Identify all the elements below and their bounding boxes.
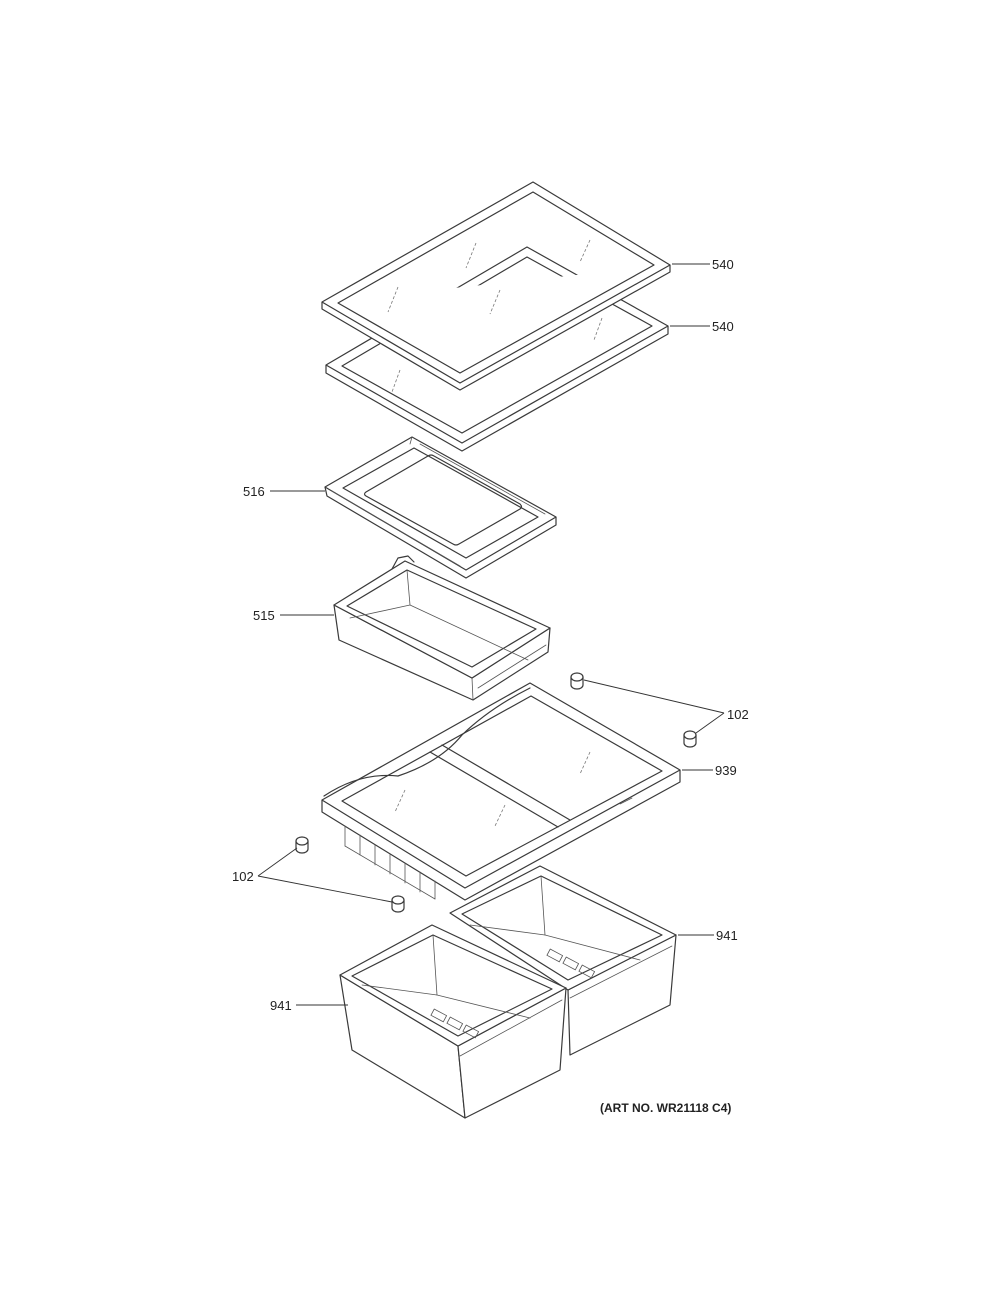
label-515: 515 — [253, 608, 275, 623]
art-number: (ART NO. WR21118 C4) — [600, 1101, 731, 1115]
label-540-lower: 540 — [712, 319, 734, 334]
clip-102-left-a — [295, 836, 309, 854]
clip-102-right-a — [570, 672, 584, 690]
label-516: 516 — [243, 484, 265, 499]
label-941-right: 941 — [716, 928, 738, 943]
crisper-cover-939 — [321, 682, 681, 901]
label-941-left: 941 — [270, 998, 292, 1013]
leader-lines — [257, 263, 725, 1006]
leader-102-left-a — [257, 847, 298, 877]
shelf-516 — [324, 436, 557, 579]
label-540-upper: 540 — [712, 257, 734, 272]
drawer-941-left — [339, 924, 567, 1119]
drawer-941-right — [449, 865, 677, 1056]
clip-102-left-b — [391, 895, 405, 913]
leader-102-right-b — [695, 712, 725, 734]
leader-102-left-b — [257, 875, 393, 903]
drawer-515 — [333, 555, 551, 701]
glass-shelf-upper — [321, 181, 671, 391]
leader-102-right-a — [583, 679, 725, 714]
part-labels: 540 540 516 515 102 939 102 941 941 — [232, 257, 749, 1013]
clip-102-right-b — [683, 730, 697, 748]
label-939: 939 — [715, 763, 737, 778]
label-102-left: 102 — [232, 869, 254, 884]
label-102-right: 102 — [727, 707, 749, 722]
